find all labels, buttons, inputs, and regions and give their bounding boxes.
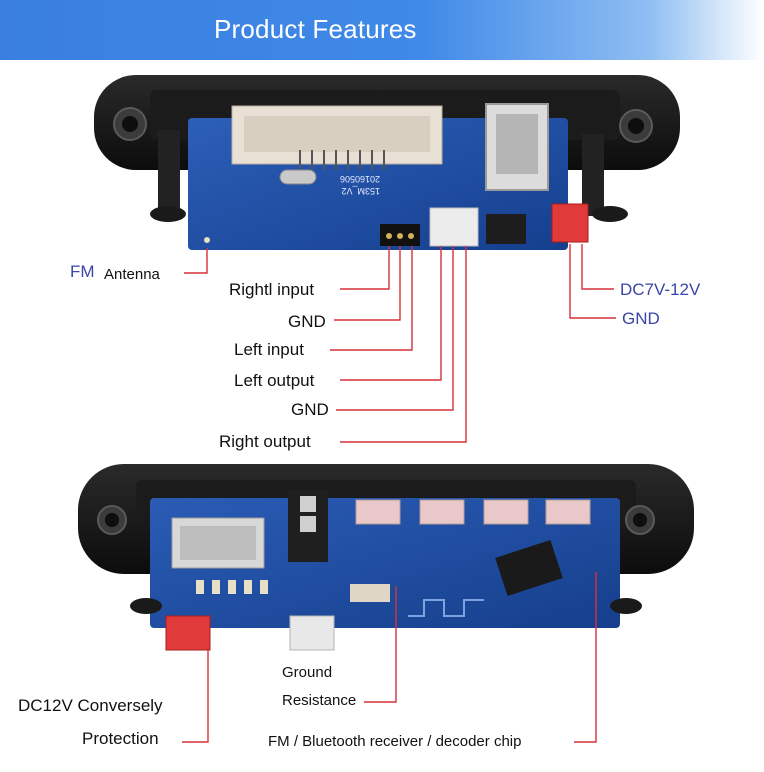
line-left-input	[330, 246, 413, 351]
label-antenna: Antenna	[104, 266, 160, 283]
label-ground: Ground	[282, 664, 333, 681]
line-dc-protection	[182, 650, 209, 743]
right-post	[582, 134, 604, 216]
label-gnd-power: GND	[622, 309, 660, 328]
antenna-pad	[204, 237, 210, 243]
output-connector	[429, 207, 479, 247]
label-chip: FM / Bluetooth receiver / decoder chip	[268, 733, 522, 750]
line-gnd-1	[334, 246, 401, 321]
top-module: 153M_V2 20160506	[94, 75, 680, 250]
bottom-output-connector	[289, 615, 335, 651]
line-right-input	[340, 246, 390, 290]
label-fm: FM	[70, 262, 95, 281]
line-right-output	[340, 246, 467, 443]
line-antenna	[184, 248, 208, 274]
label-dc-protection-1: DC12V Conversely	[18, 696, 163, 715]
top-pointer-lines	[184, 244, 616, 443]
left-screw	[150, 206, 186, 222]
bottom-pointer-lines	[182, 572, 597, 743]
bottom-pcb	[150, 498, 620, 628]
bottom-module	[78, 464, 694, 651]
decoder-chip	[495, 540, 563, 596]
label-left-input: Left input	[234, 340, 304, 359]
label-dc-protection-2: Protection	[82, 729, 159, 748]
left-post	[158, 130, 180, 214]
bottom-left-screw	[130, 598, 162, 614]
resistor-array	[350, 584, 390, 602]
bottom-power-connector	[165, 615, 211, 651]
line-dc-power	[581, 244, 614, 290]
label-left-output: Left output	[234, 371, 315, 390]
power-connector	[551, 203, 589, 243]
label-right-input: Rightl input	[229, 280, 315, 299]
line-gnd-2	[336, 246, 454, 411]
header-connectors	[355, 499, 591, 525]
right-screw	[592, 206, 628, 222]
bottom-right-screw	[610, 598, 642, 614]
pcb-text-model: 153M_V2	[341, 186, 380, 196]
line-resistance	[364, 586, 397, 703]
label-dc-power: DC7V-12V	[620, 280, 701, 299]
crystal	[279, 169, 317, 185]
pcb-text-date: 20160506	[340, 174, 380, 184]
header-banner: Product Features	[0, 0, 764, 60]
label-gnd-2: GND	[291, 400, 329, 419]
line-left-output	[340, 246, 442, 381]
regulator	[486, 214, 526, 244]
antenna-trace	[408, 599, 484, 617]
pcb-pads	[196, 580, 268, 594]
page-title: Product Features	[214, 14, 417, 44]
line-chip	[574, 572, 597, 743]
connector-pins	[299, 150, 385, 170]
label-resistance: Resistance	[282, 692, 357, 709]
label-gnd-1: GND	[288, 312, 326, 331]
label-right-output: Right output	[219, 432, 311, 451]
line-gnd-power	[569, 244, 616, 319]
